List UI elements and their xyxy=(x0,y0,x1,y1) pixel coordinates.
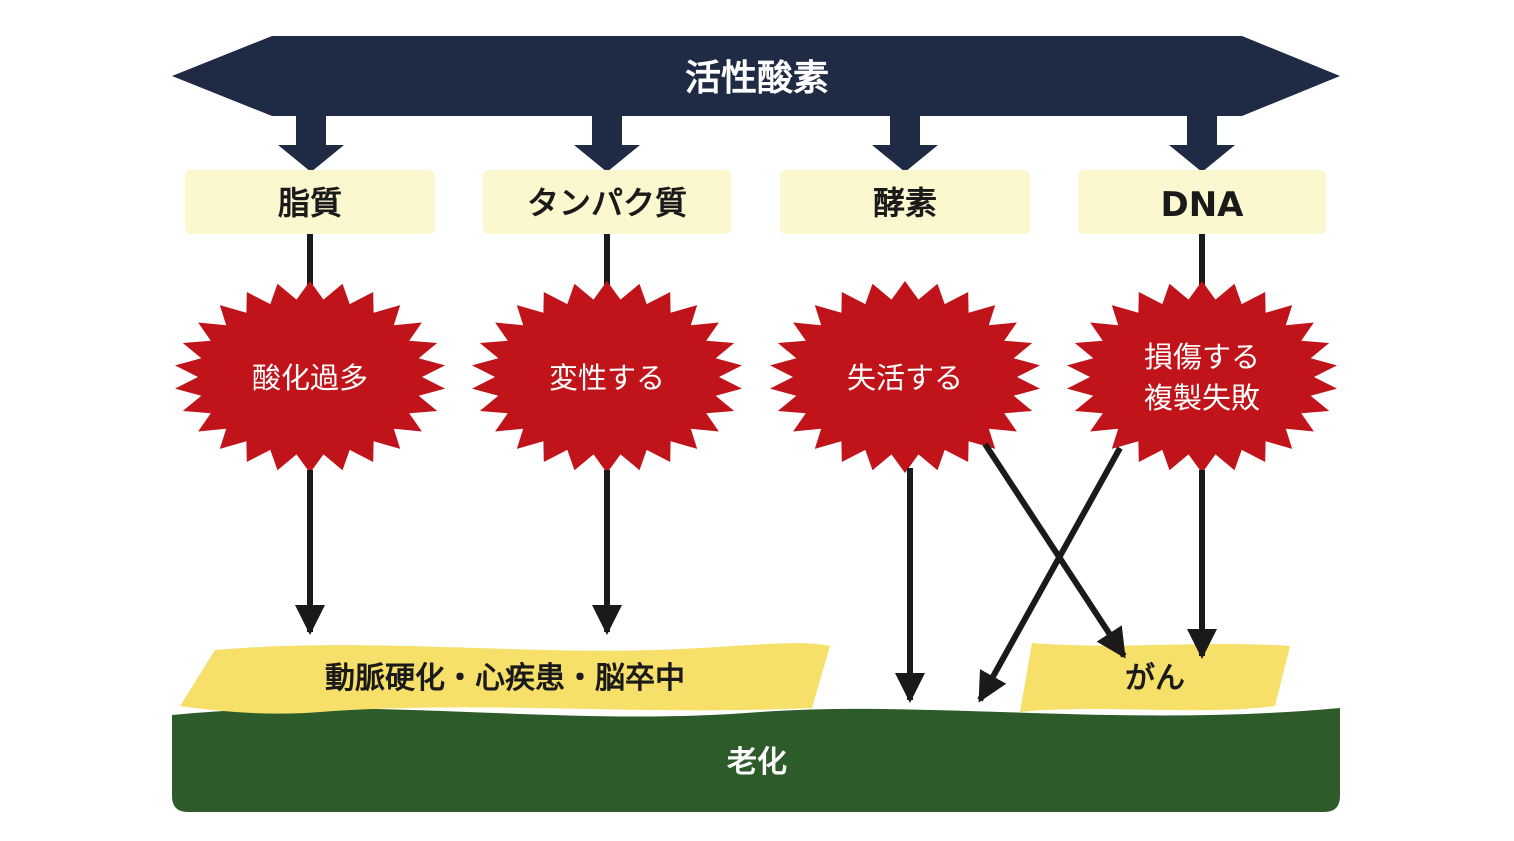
cancer-label: がん xyxy=(1125,661,1185,696)
disease-label: 動脈硬化・心疾患・脳卒中 xyxy=(325,661,685,696)
burst-enzyme xyxy=(770,281,1040,473)
target-box-enzyme xyxy=(780,170,1030,234)
banner-title: 活性酸素 xyxy=(685,58,829,99)
burst-protein xyxy=(472,281,742,473)
disease-band xyxy=(180,643,830,714)
target-box-protein xyxy=(483,170,731,234)
effect-enzyme-line1: 失活する xyxy=(847,361,963,395)
effect-lipid-line1: 酸化過多 xyxy=(252,361,368,395)
down-arrow-protein xyxy=(574,116,640,172)
burst-dna xyxy=(1067,281,1337,473)
aging-label: 老化 xyxy=(727,745,787,780)
effect-bursts: 酸化過多 変性する 失活する 損傷する 複製失敗 xyxy=(175,281,1337,473)
aging-band xyxy=(172,708,1340,812)
target-label-lipid: 脂質 xyxy=(278,184,342,222)
target-label-enzyme: 酵素 xyxy=(873,184,937,222)
target-boxes: 脂質 タンパク質 酵素 DNA xyxy=(185,170,1326,234)
reactive-oxygen-banner xyxy=(172,36,1340,116)
effect-dna-line1: 損傷する xyxy=(1144,340,1260,374)
banner-down-arrows xyxy=(278,116,1235,172)
down-arrow-enzyme xyxy=(872,116,938,172)
target-box-dna xyxy=(1078,170,1326,234)
target-label-protein: タンパク質 xyxy=(527,184,687,222)
cancer-band xyxy=(1020,643,1290,712)
burst-lipid xyxy=(175,281,445,473)
target-label-dna: DNA xyxy=(1161,185,1245,225)
down-arrow-dna xyxy=(1169,116,1235,172)
effect-protein-line1: 変性する xyxy=(549,361,665,395)
target-box-lipid xyxy=(185,170,435,234)
box-to-burst-lines xyxy=(307,234,1205,296)
effect-dna-line2: 複製失敗 xyxy=(1144,381,1260,415)
down-arrow-lipid xyxy=(278,116,344,172)
arrow-dna-to-aging xyxy=(977,446,1123,703)
outcome-arrows xyxy=(295,442,1217,703)
arrow-enzyme-to-cancer xyxy=(982,442,1127,659)
